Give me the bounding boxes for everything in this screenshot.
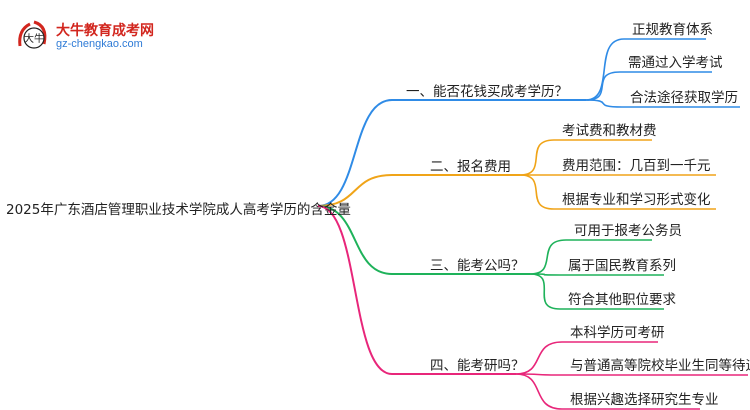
leaf-label: 可用于报考公务员: [574, 223, 682, 239]
leaf-connector: [529, 273, 664, 276]
branch-label: 二、报名费用: [430, 159, 511, 175]
leaf-connector: [515, 341, 658, 375]
leaf-label: 根据专业和学习形式变化: [562, 192, 711, 208]
leaf-connector: [529, 239, 652, 275]
leaf-connector: [519, 174, 716, 210]
leaf-label: 需通过入学考试: [628, 55, 723, 71]
logo-site-url: gz-chengkao.com: [56, 38, 143, 50]
leaf-label: 本科学历可考研: [570, 325, 665, 341]
leaf-label: 正规教育体系: [632, 22, 713, 38]
leaf-label: 合法途径获取学历: [630, 90, 738, 106]
root-topic: 2025年广东酒店管理职业技术学院成人高考学历的含金量: [6, 202, 351, 218]
leaf-connector: [585, 99, 740, 108]
site-logo[interactable]: 大牛 大牛教育成考网 gz-chengkao.com: [14, 16, 164, 56]
branch-connector: [317, 174, 520, 207]
leaf-connector: [585, 71, 712, 101]
leaf-connector: [515, 373, 700, 410]
leaf-label: 考试费和教材费: [562, 123, 657, 139]
leaf-label: 费用范围：几百到一千元: [562, 158, 711, 174]
branch-label: 一、能否花钱买成考学历？: [406, 84, 568, 100]
leaf-connector: [519, 139, 652, 176]
branch-label: 四、能考研吗？: [430, 358, 525, 374]
branch-label: 三、能考公吗？: [430, 258, 525, 274]
branch-connector: [317, 99, 586, 207]
leaf-connector: [515, 373, 748, 376]
leaf-label: 与普通高等院校毕业生同等待遇: [570, 358, 750, 374]
leaf-connector: [529, 273, 664, 310]
logo-mark-text: 大牛: [24, 32, 44, 45]
logo-mark-icon: 大牛: [18, 20, 47, 49]
branch-connector: [317, 205, 516, 375]
logo-site-name: 大牛教育成考网: [56, 23, 154, 39]
leaf-connector: [585, 38, 706, 101]
leaf-label: 属于国民教育系列: [568, 258, 676, 274]
leaf-label: 符合其他职位要求: [568, 292, 676, 308]
leaf-label: 根据兴趣选择研究生专业: [570, 392, 719, 408]
branch-connector: [317, 205, 530, 275]
